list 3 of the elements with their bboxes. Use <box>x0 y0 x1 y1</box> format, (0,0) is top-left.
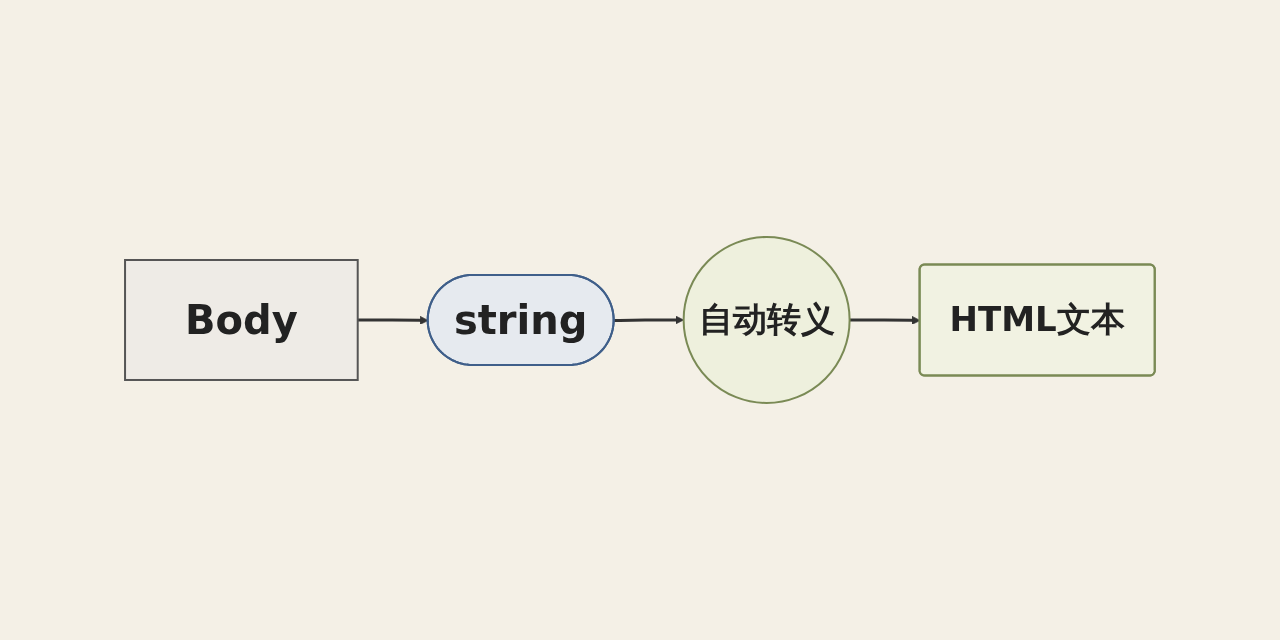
arrow <box>357 316 429 325</box>
node-circle: 自动转义 <box>682 236 851 404</box>
node-box: Body <box>124 259 359 381</box>
